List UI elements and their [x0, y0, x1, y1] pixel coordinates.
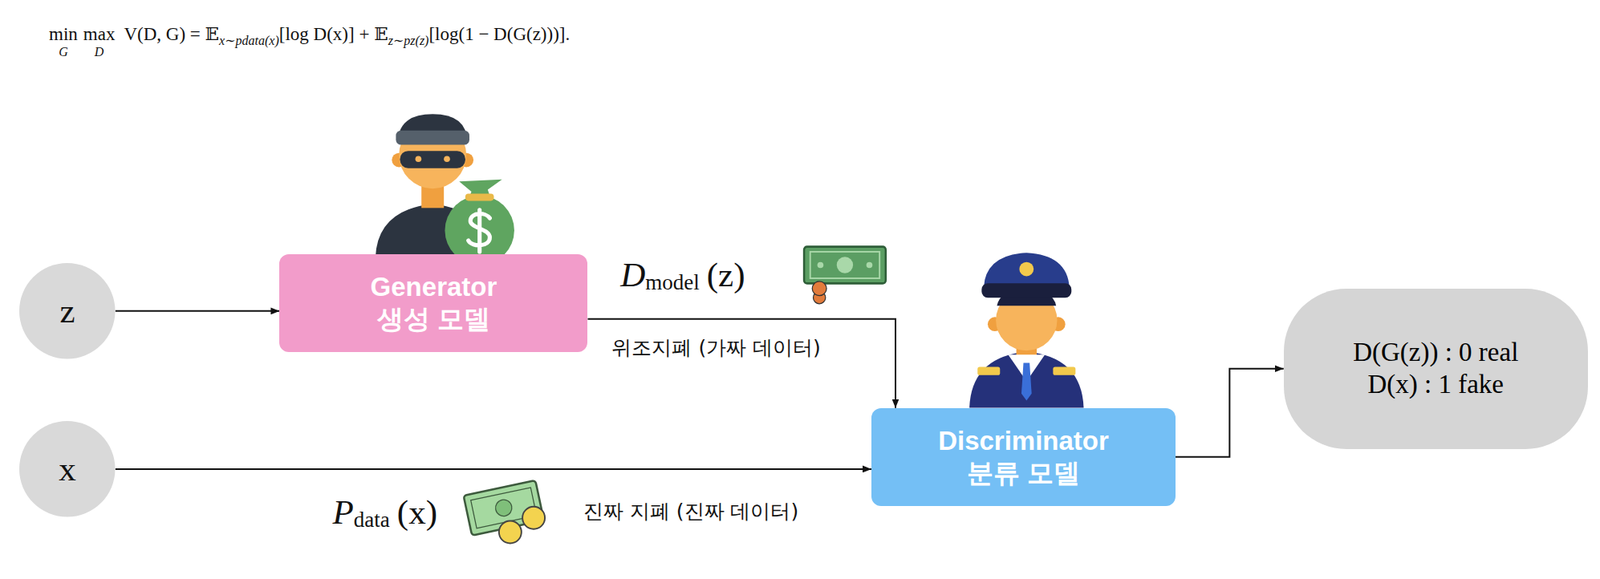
banknote-dot	[866, 262, 874, 269]
formula-text: D	[94, 46, 105, 58]
formula-text: (x)	[397, 492, 438, 532]
police-tie	[1021, 363, 1032, 402]
dollar-sign	[468, 210, 491, 252]
thief-eye	[415, 155, 423, 163]
circle-shape	[19, 421, 116, 518]
police-epaulet	[1052, 367, 1076, 376]
formula-text: (z)	[706, 255, 746, 295]
coin	[522, 507, 545, 530]
output-box: D(G(z)) : 0 realD(x) : 1 fake	[1283, 288, 1588, 450]
flow-arrow	[1175, 369, 1284, 458]
banknote-seal	[494, 498, 514, 518]
police-head	[995, 289, 1057, 351]
police-hat-visor	[981, 283, 1072, 298]
formula-text: P	[332, 492, 354, 532]
objective-formula: minGmaxD V(D, G) = 𝔼x∼pdata(x)[log D(x)] …	[48, 22, 570, 58]
formula-text: max	[83, 22, 116, 47]
coin	[499, 521, 522, 545]
model-distribution-symbol: Dmodel(z)	[620, 255, 745, 295]
formula-text: min	[48, 22, 78, 47]
thief-mask	[400, 150, 466, 169]
node-text: z	[59, 290, 75, 333]
banknote-seal	[836, 256, 853, 273]
police-badge	[1019, 262, 1034, 277]
flow-arrow	[587, 319, 896, 409]
banknote-frame	[810, 251, 880, 279]
edge-label: 진짜 지폐 (진짜 데이터)	[581, 498, 800, 525]
flow-arrow	[115, 310, 281, 313]
formula-text: G	[58, 46, 69, 58]
node-text: D(G(z)) : 0 real	[1352, 337, 1519, 370]
formula-text: data	[353, 507, 390, 533]
node-text: 분류 모델	[966, 457, 1081, 490]
formula-text: z∼pz(z)	[388, 22, 430, 49]
police-body	[969, 352, 1084, 409]
money-bag-tie	[465, 194, 495, 202]
thief-beanie-band	[395, 130, 470, 146]
banknote-dot	[817, 262, 825, 269]
flow-arrow	[115, 468, 872, 471]
thief-eye	[443, 155, 451, 163]
node-text: x	[58, 448, 77, 491]
formula-text: D	[620, 255, 646, 295]
coin	[812, 281, 827, 297]
input-circle: x	[19, 421, 116, 518]
node-text: D(x) : 1 fake	[1367, 369, 1504, 402]
edge-label: 위조지폐 (가짜 데이터)	[609, 334, 822, 362]
formula-text: model	[645, 270, 700, 296]
banknote	[804, 247, 886, 285]
limit-operator: minG	[48, 22, 78, 58]
police-epaulet	[977, 367, 1000, 376]
generator-box: Generator생성 모델	[279, 254, 588, 353]
formula-text: [log(1 − D(G(z)))].	[428, 22, 570, 47]
discriminator-box: Discriminator분류 모델	[871, 408, 1176, 507]
node-text: Discriminator	[938, 425, 1109, 458]
node-text: Generator	[370, 271, 498, 304]
formula-text: x∼pdata(x)	[219, 22, 280, 49]
formula-text: V(D, G) = 𝔼	[123, 22, 220, 47]
input-circle: z	[19, 263, 116, 360]
data-distribution-symbol: Pdata (x)	[332, 492, 438, 532]
circle-shape	[19, 263, 116, 360]
formula-text: [log D(x)] + 𝔼	[279, 22, 389, 47]
node-text: 생성 모델	[377, 303, 491, 336]
police-hat	[983, 252, 1070, 288]
money-bag-neck	[458, 179, 502, 203]
limit-operator: maxD	[83, 22, 116, 58]
